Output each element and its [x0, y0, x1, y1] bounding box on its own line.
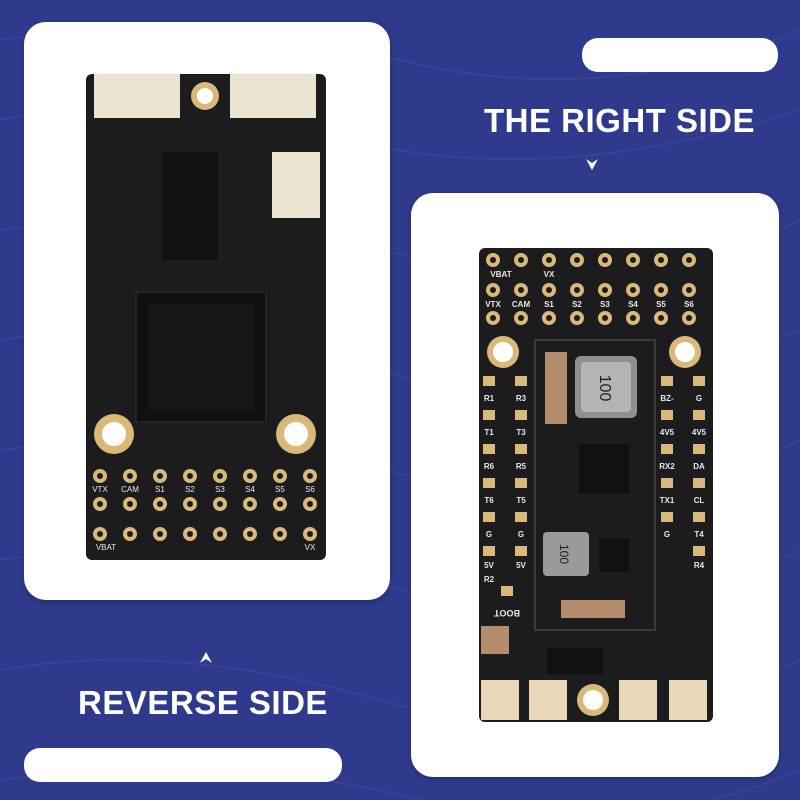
col-right-4v5: 4V5 — [660, 428, 675, 437]
arrow-up-icon — [200, 652, 212, 663]
right-pad-label-vx: VX — [544, 270, 555, 279]
right-pad-label-s1: S1 — [544, 300, 554, 309]
arrow-down-icon — [586, 159, 598, 170]
col-far-4v5: 4V5 — [692, 428, 707, 437]
reverse-side-board: VTX CAM S1 S2 S3 S4 S5 S6 VBAT VX — [86, 74, 326, 560]
right-side-label: THE RIGHT SIDE — [484, 102, 756, 139]
left-pad-label-s4: S4 — [245, 485, 255, 494]
right-pad-label-vbat: VBAT — [490, 270, 511, 279]
inductor-large-marking: 100 — [596, 375, 613, 402]
col-left-t1: T1 — [484, 428, 494, 437]
col-mid-5v: 5V — [516, 561, 526, 570]
inductor-small-marking: 100 — [557, 544, 571, 564]
right-pad-label-vtx: VTX — [485, 300, 501, 309]
col-mid-r5: R5 — [516, 462, 527, 471]
left-pad-label-vtx: VTX — [92, 485, 108, 494]
reverse-side-card: VTX CAM S1 S2 S3 S4 S5 S6 VBAT VX — [24, 22, 390, 600]
col-far-g: G — [696, 394, 702, 403]
col-mid-t5: T5 — [516, 496, 526, 505]
left-pad-label-vx: VX — [305, 543, 316, 552]
col-far-r4: R4 — [694, 561, 705, 570]
right-pad-label-cam: CAM — [512, 300, 531, 309]
col-mid-t3: T3 — [516, 428, 526, 437]
col-right-g: G — [664, 530, 670, 539]
left-pad-label-s1: S1 — [155, 485, 165, 494]
right-side-card: VBAT VX VTX CAM S1 S2 S3 S4 S5 S6 R1 T — [411, 193, 779, 777]
left-pad-label-cam: CAM — [121, 485, 139, 494]
left-pad-label-vbat: VBAT — [96, 543, 116, 552]
boot-label: BOOT — [493, 608, 520, 618]
col-left-r6: R6 — [484, 462, 495, 471]
top-right-pill — [582, 38, 778, 72]
right-pad-label-s6: S6 — [684, 300, 694, 309]
col-left-g: G — [486, 530, 492, 539]
col-left-t6: T6 — [484, 496, 494, 505]
col-right-rx2: RX2 — [659, 462, 675, 471]
col-far-t4: T4 — [694, 530, 704, 539]
col-left-r1: R1 — [484, 394, 495, 403]
col-right-bz: BZ- — [660, 394, 674, 403]
reverse-side-label: REVERSE SIDE — [78, 684, 328, 721]
col-mid-g: G — [518, 530, 524, 539]
left-pad-label-s3: S3 — [215, 485, 225, 494]
right-pad-label-s2: S2 — [572, 300, 582, 309]
col-right-tx1: TX1 — [660, 496, 675, 505]
left-pad-label-s5: S5 — [275, 485, 285, 494]
left-pad-label-s2: S2 — [185, 485, 195, 494]
right-side-board: VBAT VX VTX CAM S1 S2 S3 S4 S5 S6 R1 T — [479, 248, 713, 722]
col-mid-r3: R3 — [516, 394, 527, 403]
right-pad-label-s5: S5 — [656, 300, 666, 309]
right-pad-label-s3: S3 — [600, 300, 610, 309]
right-pad-label-s4: S4 — [628, 300, 638, 309]
col-left-5v: 5V — [484, 561, 494, 570]
col-far-da: DA — [693, 462, 705, 471]
bottom-left-pill — [24, 748, 342, 782]
col-far-cl: CL — [694, 496, 705, 505]
col-left-r2: R2 — [484, 575, 495, 584]
left-pad-label-s6: S6 — [305, 485, 315, 494]
